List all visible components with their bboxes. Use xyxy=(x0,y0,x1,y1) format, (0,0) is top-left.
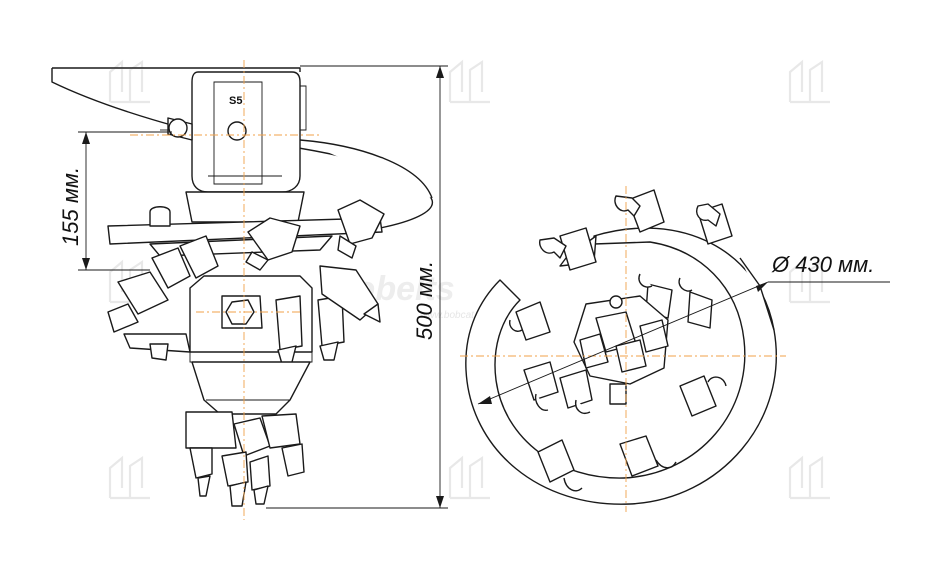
collar xyxy=(185,191,305,223)
watermark-sub: www.bobcat.ru xyxy=(420,310,486,321)
watermark-logo xyxy=(788,455,830,500)
lock-pin xyxy=(160,117,193,141)
watermark-logo xyxy=(448,455,490,500)
pilot-bit xyxy=(185,411,305,507)
side-teeth-left xyxy=(107,271,191,361)
flight-outline xyxy=(465,227,777,505)
watermark-logo xyxy=(448,59,490,104)
auger-flight-lower xyxy=(299,139,433,199)
watermark-logo xyxy=(108,455,150,500)
watermark-logo xyxy=(788,259,830,304)
side-teeth-right xyxy=(275,265,381,365)
housing-label: S5 xyxy=(229,95,242,107)
upper-teeth xyxy=(149,199,385,289)
pin-hole xyxy=(227,121,247,141)
outer-teeth xyxy=(508,189,733,492)
watermark-logo xyxy=(108,59,150,104)
dim-diameter-text: Ø 430 мм. xyxy=(771,252,874,277)
main-plate xyxy=(107,217,383,245)
watermark-logo xyxy=(788,59,830,104)
dim-155-text: 155 мм. xyxy=(58,167,83,246)
dim-500-text: 500 мм. xyxy=(412,261,437,340)
dim-diameter: Ø 430 мм. xyxy=(477,252,890,405)
dim-155: 155 мм. xyxy=(58,131,172,271)
side-view: S5 xyxy=(51,60,433,520)
cone xyxy=(191,361,311,415)
dim-500: 500 мм. xyxy=(266,65,448,509)
housing-inner xyxy=(213,81,263,185)
bottom-view xyxy=(460,186,786,512)
